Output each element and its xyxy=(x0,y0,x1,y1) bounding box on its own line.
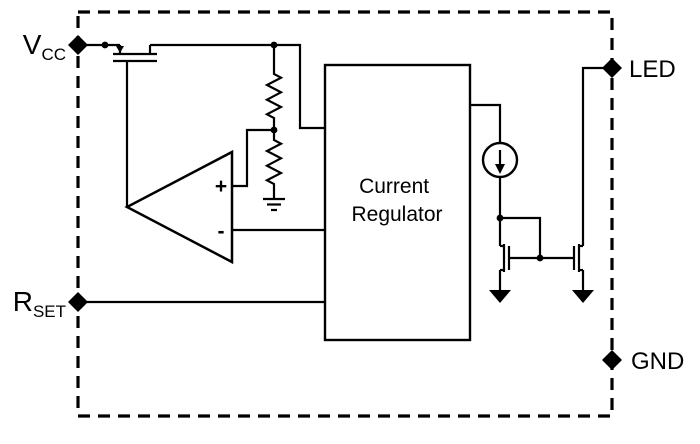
junction-dot xyxy=(270,41,278,49)
current-source-arrow-head xyxy=(495,164,505,174)
wires xyxy=(86,43,604,304)
pin-gnd: GND xyxy=(602,348,684,375)
current-regulator-block: Current Regulator xyxy=(323,63,472,342)
opamp-plus-label: + xyxy=(215,175,227,198)
vcc-label-main: V xyxy=(23,29,42,60)
pin-led: LED xyxy=(602,56,676,83)
junction-dot xyxy=(101,41,109,49)
current-source-circle xyxy=(481,141,519,179)
vcc-pin-label: VCC xyxy=(23,29,66,64)
chip-boundary xyxy=(76,10,614,418)
current-source xyxy=(481,141,519,179)
junction-dot xyxy=(496,214,504,222)
rset-label-sub: SET xyxy=(33,302,66,321)
feedback-resistor-upper xyxy=(264,45,284,130)
junction-dot xyxy=(536,254,544,262)
vcc-pin-diamond xyxy=(68,35,88,55)
led-pin-label: LED xyxy=(629,56,676,83)
ground-symbol-mirror-left xyxy=(489,290,511,303)
current-regulator-label-line1: Current xyxy=(359,175,429,198)
pin-rset: RSET xyxy=(13,286,88,321)
pin-vcc: VCC xyxy=(23,29,88,64)
current-regulator-label: Current Regulator xyxy=(351,175,442,226)
opamp-minus-label: - xyxy=(218,220,225,243)
rset-pin-label: RSET xyxy=(13,286,66,321)
wire-pmos-to-regulator xyxy=(150,43,325,130)
error-amplifier: + - xyxy=(124,149,234,265)
ground-symbol-mirror-right xyxy=(572,290,594,303)
feedback-resistor-lower xyxy=(264,130,284,192)
nmos-mirror-left xyxy=(498,244,511,290)
junction-dot xyxy=(270,126,278,134)
pmos-source-arrow xyxy=(116,46,124,53)
rset-pin-diamond xyxy=(68,292,88,312)
nmos-mirror-right xyxy=(572,244,585,290)
wire-regulator-to-current-source xyxy=(470,103,502,143)
pmos-pass-transistor xyxy=(113,45,157,63)
gnd-pin-label: GND xyxy=(631,348,684,375)
opamp-triangle xyxy=(124,149,234,265)
gnd-pin-diamond xyxy=(602,350,622,370)
wire-led-to-mirror xyxy=(581,66,604,246)
junction-dots xyxy=(101,41,544,262)
vcc-label-sub: CC xyxy=(41,45,66,64)
wire-divider-to-plus-input xyxy=(232,128,274,188)
ground-symbol-resistor xyxy=(263,192,285,212)
current-regulator-box xyxy=(323,63,472,342)
wire-mirror-diode-tie xyxy=(500,216,542,258)
current-regulator-label-line2: Regulator xyxy=(351,203,442,226)
led-pin-diamond xyxy=(602,58,622,78)
rset-label-main: R xyxy=(13,286,33,317)
